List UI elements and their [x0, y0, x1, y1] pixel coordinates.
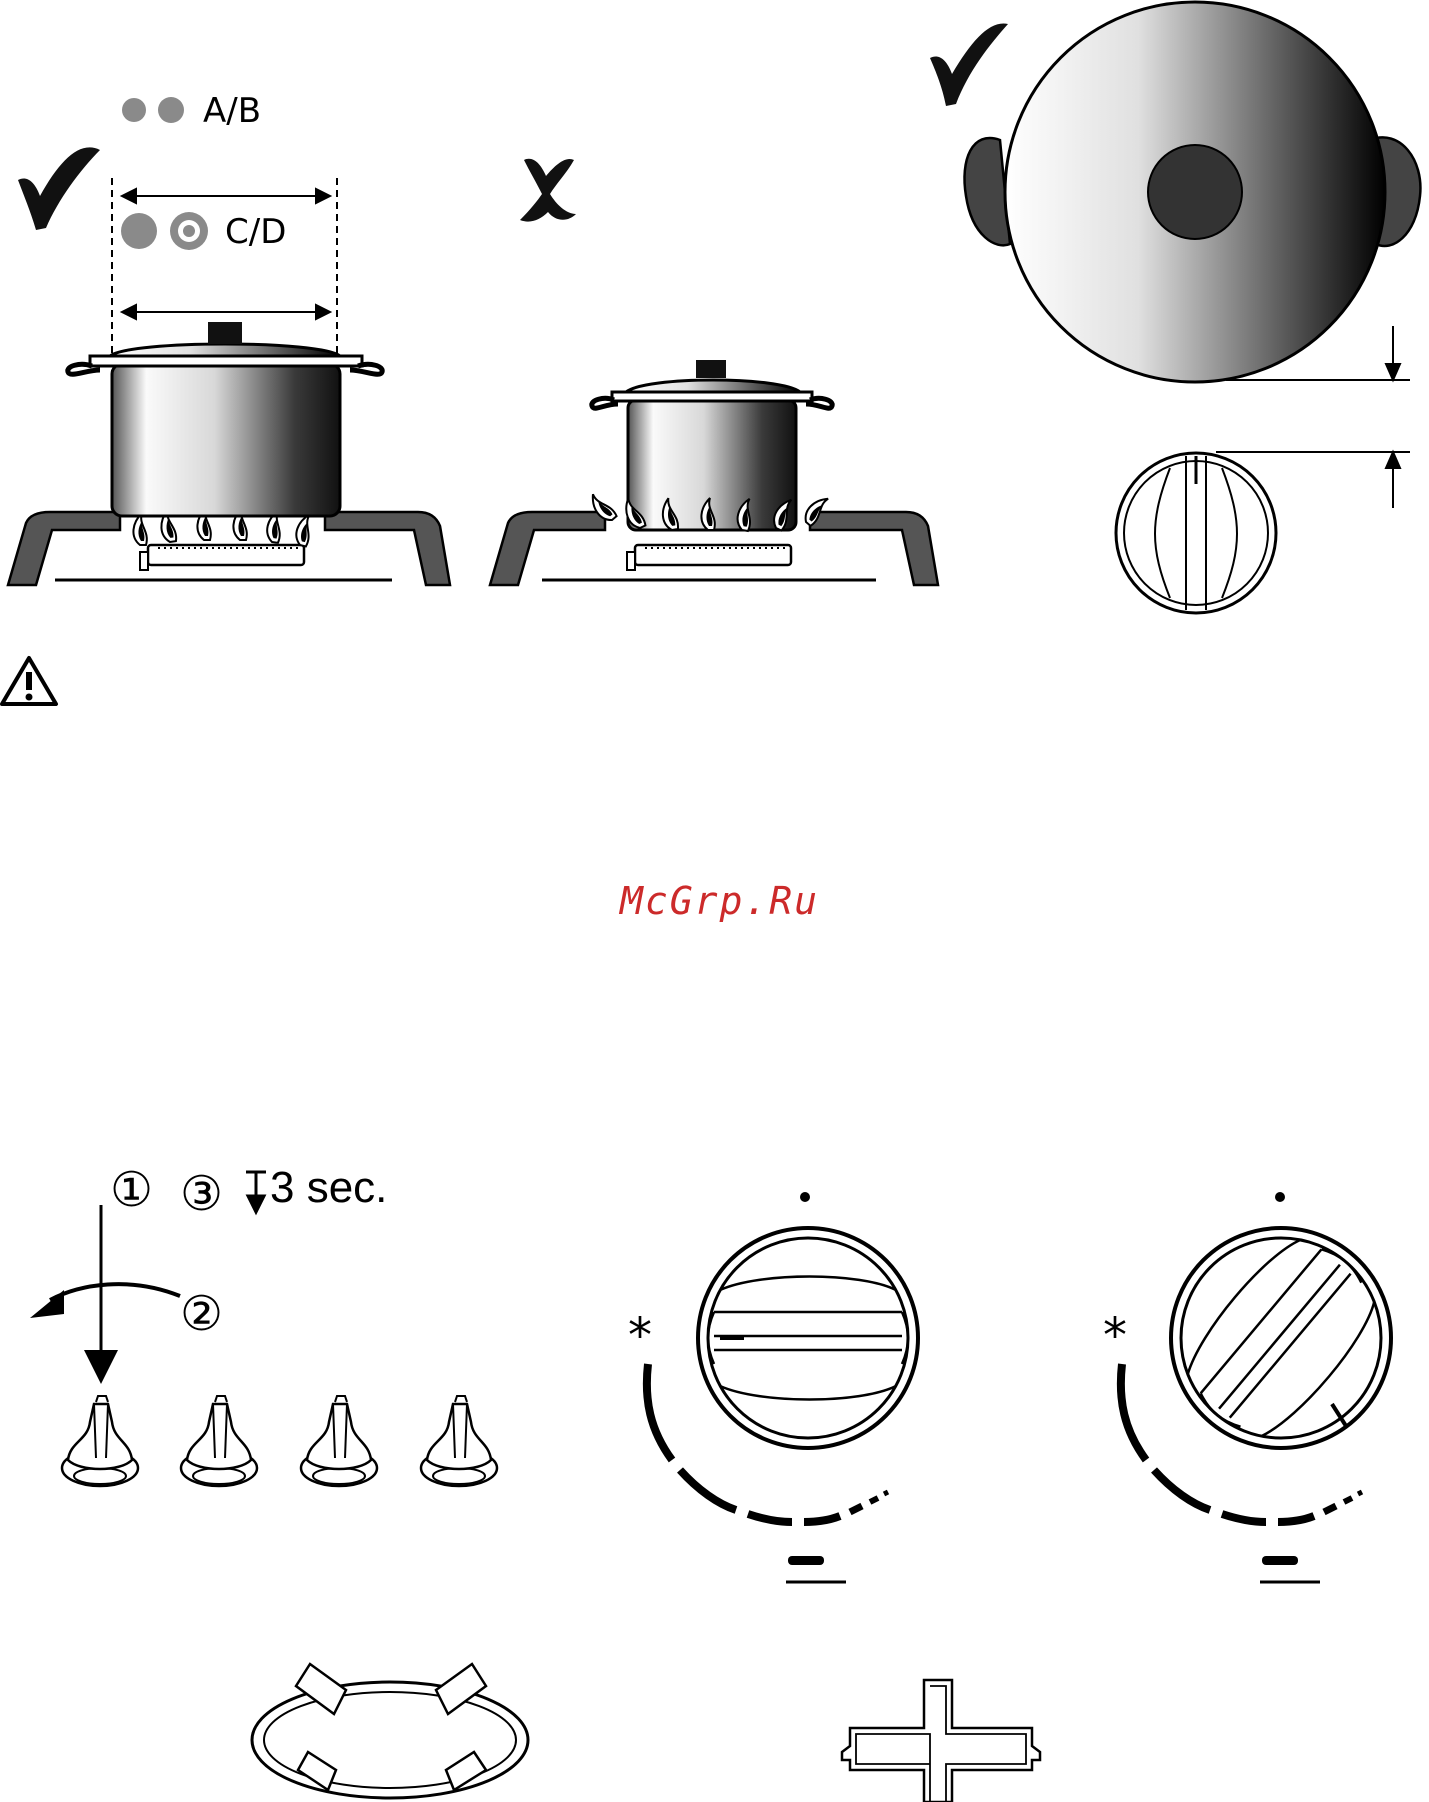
- off-position-dot: [800, 1192, 810, 1202]
- ignition-steps: ① ③ 3 sec. ②: [30, 1162, 497, 1486]
- burner-ab-dot-2: [158, 97, 184, 123]
- control-knob-low: *: [1103, 1192, 1392, 1582]
- burner-ab-dot-1: [122, 98, 146, 122]
- small-knob-4: [421, 1396, 497, 1486]
- check-mark-icon: [930, 23, 1008, 106]
- large-pot-correct: [68, 322, 382, 516]
- warning-triangle-icon: [2, 658, 56, 704]
- burner-cd-label: C/D: [225, 212, 286, 252]
- control-knob-ignition: *: [628, 1192, 918, 1582]
- small-pot-wrong: [586, 360, 832, 531]
- control-knob-clearance: [1116, 453, 1276, 613]
- wok-ring-support: [252, 1664, 528, 1798]
- burner-cd-legend: C/D: [121, 212, 286, 252]
- pot-lid-knob: [1148, 145, 1242, 239]
- burner-middle: [627, 545, 791, 570]
- off-position-dot: [1275, 1192, 1285, 1202]
- burner-ab-legend: A/B: [122, 91, 261, 131]
- small-knob-1: [62, 1396, 138, 1486]
- small-knob-3: [301, 1396, 377, 1486]
- low-flame-symbol: [786, 1556, 846, 1582]
- step-1-marker: ①: [110, 1162, 153, 1218]
- pot-top-view: [964, 2, 1420, 382]
- push-hold-icon: [246, 1172, 266, 1212]
- burner-ab-label: A/B: [203, 91, 261, 131]
- watermark-text: McGrp.Ru: [618, 879, 819, 923]
- small-knob-2: [181, 1396, 257, 1486]
- low-flame-symbol: [1260, 1556, 1320, 1582]
- rotate-arrow: [30, 1284, 180, 1318]
- pot-handle-left: [964, 138, 1010, 245]
- check-mark-icon: [18, 147, 100, 230]
- pan-support-cross: [842, 1680, 1040, 1802]
- ignition-star-label: *: [1103, 1308, 1127, 1364]
- push-arrow: [84, 1205, 118, 1384]
- ignition-star-label: *: [628, 1308, 652, 1364]
- hold-duration-label: 3 sec.: [270, 1163, 387, 1212]
- burner-cd-dot: [121, 213, 157, 249]
- step-2-marker: ②: [180, 1286, 223, 1342]
- step-3-marker: ③: [180, 1166, 223, 1222]
- cross-mark-icon: [520, 159, 576, 222]
